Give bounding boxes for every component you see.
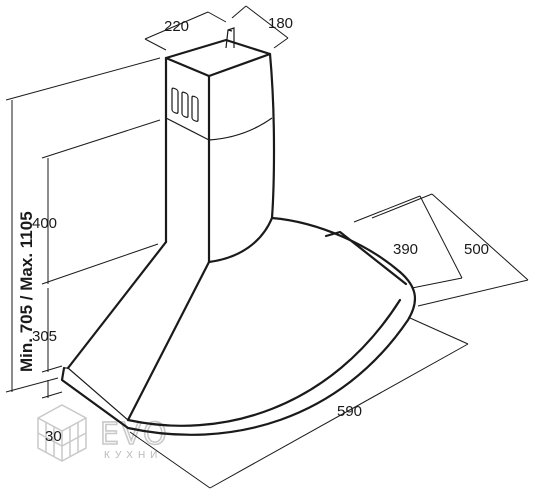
dim-220-label: 220	[164, 18, 189, 35]
logo-sub: КУХНИ	[104, 450, 162, 461]
dim-220: 220	[144, 11, 227, 51]
chimney	[164, 27, 276, 264]
dim-590: 590	[129, 317, 469, 489]
dim-305-label: 305	[32, 328, 57, 345]
dim-height-range: Min. 705 / Max. 1105	[5, 57, 161, 393]
dim-390: 390	[353, 195, 463, 289]
vent-slots	[171, 87, 199, 122]
canopy	[60, 216, 417, 436]
dim-height-range-label: Min. 705 / Max. 1105	[17, 211, 36, 372]
dim-390-label: 390	[393, 241, 418, 258]
logo-cube-icon	[37, 404, 87, 462]
dim-305: 305	[32, 288, 63, 373]
dim-400: 400	[32, 119, 161, 285]
dim-30: 30	[41, 380, 63, 445]
dim-180: 180	[231, 5, 293, 49]
dim-30-label: 30	[45, 428, 62, 445]
dim-500: 500	[371, 193, 529, 307]
dim-590-label: 590	[337, 403, 362, 420]
dim-180-label: 180	[268, 15, 293, 32]
dim-500-label: 500	[464, 241, 489, 258]
dim-400-label: 400	[32, 215, 57, 232]
